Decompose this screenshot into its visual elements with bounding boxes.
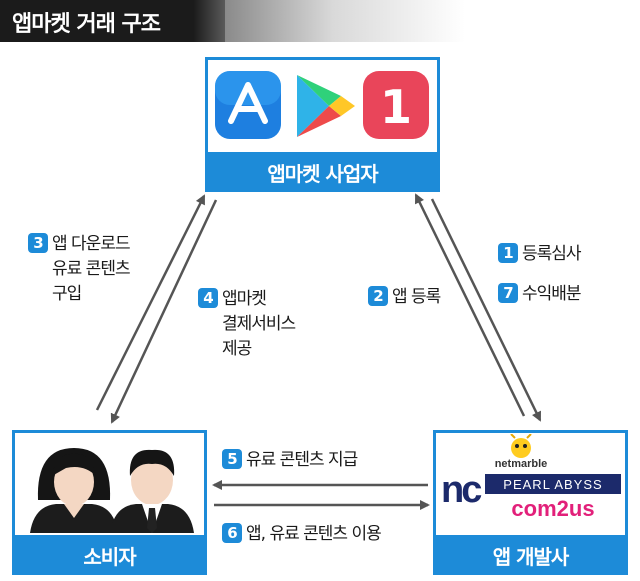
step-3-line-2: 유료 콘텐츠 — [52, 259, 131, 279]
one-store-glyph: 1 — [380, 80, 412, 134]
woman-user-icon — [30, 448, 118, 533]
pearl-abyss-logo: PEARL ABYSS — [503, 477, 602, 492]
consumer-node: 소비자 — [12, 430, 207, 575]
developer-label: 앱 개발사 — [433, 535, 628, 575]
step-6-badge: 6 — [222, 523, 242, 543]
consumer-label: 소비자 — [12, 535, 207, 575]
google-play-icon — [297, 75, 355, 137]
app-market-icons: 1 — [215, 71, 429, 139]
arrow-developer-to-market — [414, 193, 526, 417]
developer-node: netmarble nc PEARL ABYSS com2us 앱 개발사 — [433, 430, 628, 575]
app-market-label: 앱마켓 사업자 — [205, 152, 440, 192]
step-2-line-1: 앱 등록 — [392, 287, 441, 307]
developer-logos: netmarble nc PEARL ABYSS com2us — [441, 434, 621, 521]
arrow-market-to-consumer — [110, 199, 218, 424]
step-7-line-1: 수익배분 — [522, 284, 582, 304]
app-market-node: 1 앱마켓 사업자 — [205, 57, 440, 192]
arrow-consumer-to-market — [95, 194, 206, 411]
step-4-badge: 4 — [198, 288, 218, 308]
step-3-line-1: 앱 다운로드 — [52, 234, 131, 254]
step-7-badge: 7 — [498, 283, 518, 303]
step-2-badge: 2 — [368, 286, 388, 306]
app-store-icon — [215, 71, 281, 139]
step-3-badge: 3 — [28, 233, 48, 253]
netmarble-character-icon — [510, 434, 532, 458]
step-1-line-1: 등록심사 — [522, 244, 582, 264]
step-4-line-2: 결제서비스 — [222, 314, 296, 334]
com2us-logo: com2us — [511, 496, 594, 521]
man-user-icon — [110, 449, 194, 533]
step-6-line-1: 앱, 유료 콘텐츠 이용 — [246, 524, 382, 544]
step-4-line-3: 제공 — [222, 339, 252, 359]
one-store-icon: 1 — [363, 71, 429, 139]
netmarble-logo: netmarble — [495, 458, 548, 470]
step-1-badge: 1 — [498, 243, 518, 263]
step-3-line-3: 구입 — [52, 284, 82, 304]
step-4-line-1: 앱마켓 — [222, 289, 267, 309]
diagram-title: 앱마켓 거래 구조 — [12, 12, 161, 37]
nc-logo: nc — [441, 469, 482, 511]
consumer-icons — [30, 448, 194, 533]
title-bar-fade — [225, 0, 465, 42]
step-5-line-1: 유료 콘텐츠 지급 — [246, 450, 358, 470]
title-bar — [0, 0, 225, 42]
step-5-badge: 5 — [222, 449, 242, 469]
arrow-market-to-developer — [430, 198, 542, 422]
